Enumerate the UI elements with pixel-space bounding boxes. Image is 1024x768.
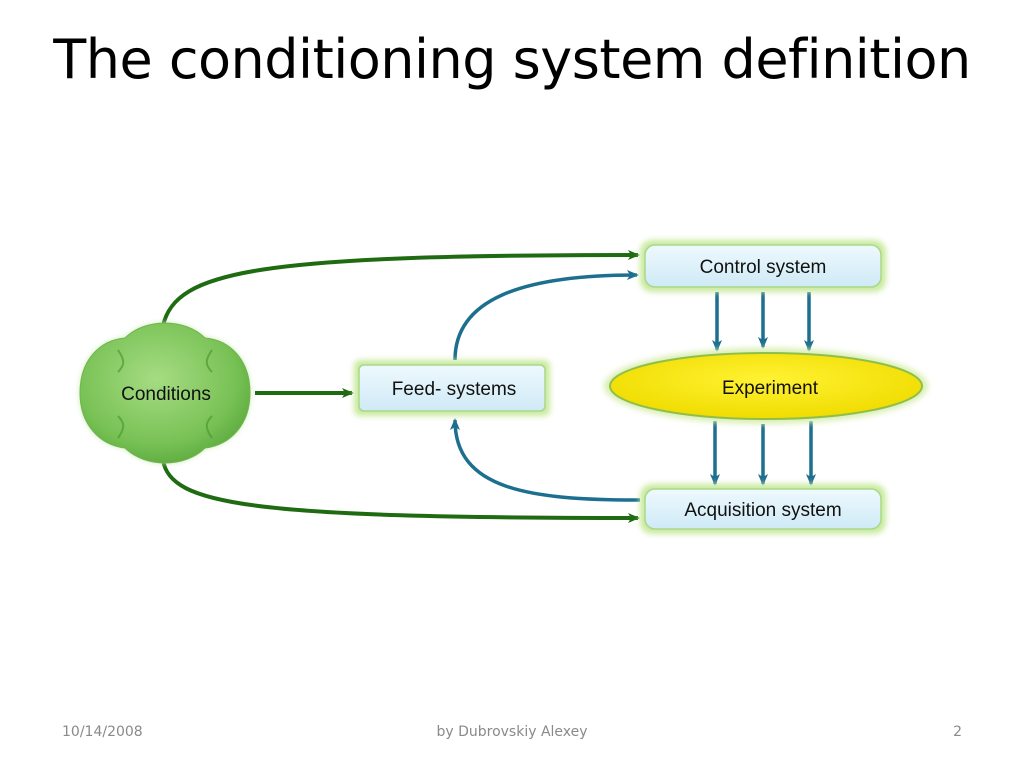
arrow-conditions-to-control — [161, 250, 640, 327]
arrow-feed-to-control — [453, 270, 639, 361]
experiment-node: Experiment — [604, 348, 928, 424]
footer-date: 10/14/2008 — [62, 724, 143, 740]
footer-author: by Dubrovskiy Alexey — [436, 724, 588, 740]
control-system-node: Control system — [640, 240, 886, 292]
conditions-label: Conditions — [121, 384, 211, 405]
control-system-label: Control system — [700, 257, 827, 278]
conditions-node: Conditions — [79, 322, 251, 464]
experiment-label: Experiment — [722, 378, 819, 399]
acquisition-system-node: Acquisition system — [640, 484, 886, 534]
feed-systems-label: Feed- systems — [392, 379, 517, 400]
arrow-conditions-to-acquisition — [161, 459, 640, 523]
slide-title: The conditioning system definition — [53, 28, 971, 91]
acquisition-system-label: Acquisition system — [684, 500, 841, 521]
arrow-acquisition-to-feed — [450, 418, 641, 502]
feed-systems-node: Feed- systems — [354, 360, 550, 416]
footer-page-number: 2 — [953, 724, 962, 740]
